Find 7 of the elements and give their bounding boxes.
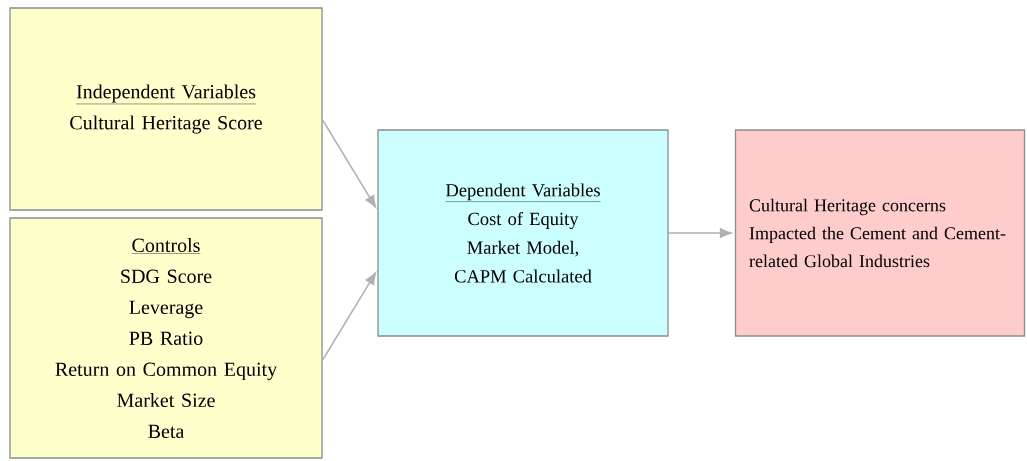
text-box: Cultural Heritage concerns Impacted the Cement and Cement-related Global Industries xyxy=(734,129,1026,337)
arrow xyxy=(321,272,377,361)
text-box: Independent Variables Cultural Heritage Score xyxy=(9,7,323,211)
arrow xyxy=(667,228,732,238)
text-box: Dependent Variables Cost of Equity Market Model, CAPM Calculated xyxy=(377,129,669,337)
arrow xyxy=(321,119,377,208)
text-box: Controls SDG Score Leverage PB Ratio Return on Common Equity Market Size Beta xyxy=(9,217,323,459)
